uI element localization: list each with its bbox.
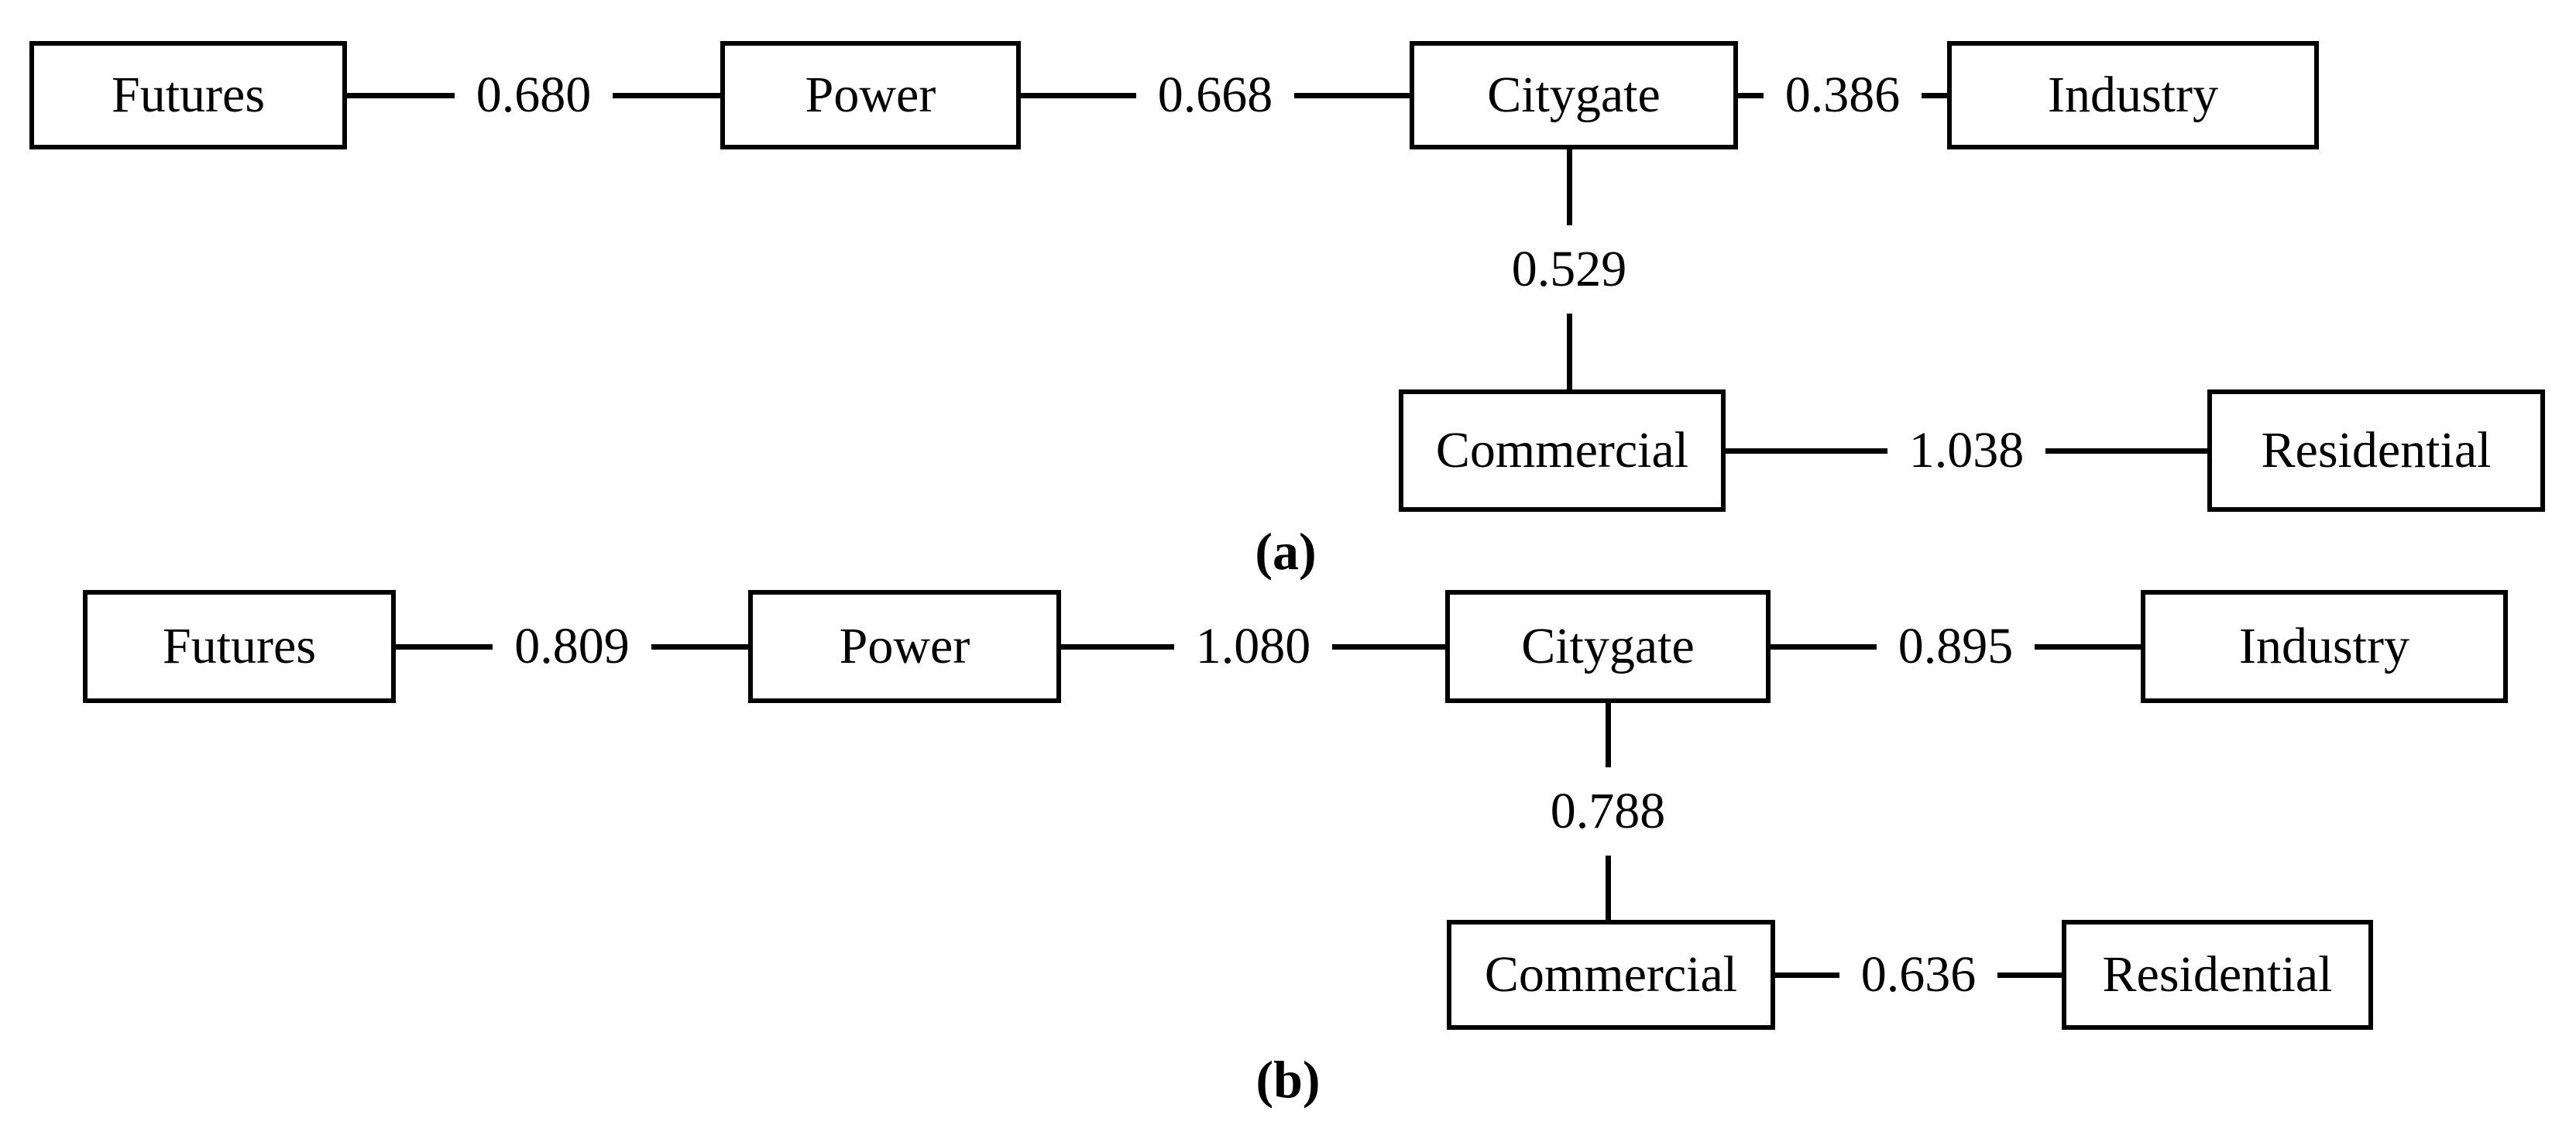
node-label: Power (839, 618, 970, 674)
edge-line (1605, 856, 1611, 920)
node-label: Industry (2239, 618, 2409, 674)
caption-b: (b) (1255, 1050, 1321, 1109)
node-label: Citygate (1487, 67, 1661, 123)
edge-citygate-commercial-a: 0.529 (1476, 149, 1662, 389)
node-power-a: Power (720, 41, 1021, 149)
edge-futures-power-b: 0.809 (396, 590, 748, 703)
node-label: Futures (163, 618, 316, 674)
edge-line (1566, 314, 1572, 389)
edge-weight-label: 0.895 (1898, 618, 2014, 674)
node-label: Commercial (1435, 422, 1689, 479)
edge-line (613, 92, 720, 98)
edge-weight-label: 0.386 (1784, 67, 1901, 123)
node-commercial-a: Commercial (1399, 389, 1726, 512)
edge-power-citygate-a: 0.668 (1021, 41, 1410, 149)
edge-power-citygate-b: 1.080 (1061, 590, 1445, 703)
edge-line (2045, 448, 2207, 454)
edge-weight-label: 1.038 (1908, 422, 2025, 479)
node-label: Power (805, 67, 936, 123)
edge-line (1332, 643, 1445, 650)
node-label: Commercial (1484, 946, 1738, 1003)
edge-line (347, 92, 455, 98)
edge-citygate-industry-b: 0.895 (1771, 590, 2141, 703)
edge-line (1566, 149, 1572, 225)
edge-line (1997, 972, 2062, 978)
edge-weight-label: 0.636 (1860, 946, 1977, 1003)
node-industry-b: Industry (2141, 590, 2508, 703)
edge-line (1775, 972, 1839, 978)
node-futures-a: Futures (29, 41, 347, 149)
edge-line (2035, 643, 2141, 650)
node-futures-b: Futures (83, 590, 396, 703)
edge-line (1922, 92, 1947, 98)
edge-weight-label: 0.529 (1511, 241, 1627, 297)
node-citygate-b: Citygate (1445, 590, 1771, 703)
edge-line (1021, 92, 1136, 98)
node-commercial-b: Commercial (1447, 920, 1775, 1030)
edge-line (1605, 703, 1611, 767)
edge-line (1738, 92, 1764, 98)
node-residential-a: Residential (2207, 389, 2545, 512)
node-industry-a: Industry (1947, 41, 2319, 149)
node-residential-b: Residential (2062, 920, 2373, 1030)
node-label: Residential (2102, 946, 2333, 1003)
edge-weight-label: 1.080 (1195, 618, 1311, 674)
edge-line (1061, 643, 1174, 650)
edge-weight-label: 0.788 (1550, 783, 1666, 839)
node-label: Citygate (1521, 618, 1695, 674)
edge-weight-label: 0.680 (476, 67, 592, 123)
edge-citygate-commercial-b: 0.788 (1515, 703, 1701, 920)
edge-futures-power-a: 0.680 (347, 41, 720, 149)
edge-line (651, 643, 748, 650)
node-citygate-a: Citygate (1410, 41, 1738, 149)
edge-line (1294, 92, 1410, 98)
node-power-b: Power (748, 590, 1061, 703)
edge-line (1726, 448, 1887, 454)
edge-weight-label: 0.809 (514, 618, 630, 674)
edge-citygate-industry-a: 0.386 (1738, 41, 1947, 149)
edge-commercial-residential-b: 0.636 (1775, 920, 2062, 1030)
edge-line (396, 643, 493, 650)
edge-line (1771, 643, 1877, 650)
edge-weight-label: 0.668 (1157, 67, 1273, 123)
edge-commercial-residential-a: 1.038 (1726, 389, 2207, 512)
caption-a: (a) (1255, 522, 1317, 581)
node-label: Futures (112, 67, 265, 123)
node-label: Residential (2261, 422, 2492, 479)
node-label: Industry (2048, 67, 2218, 123)
